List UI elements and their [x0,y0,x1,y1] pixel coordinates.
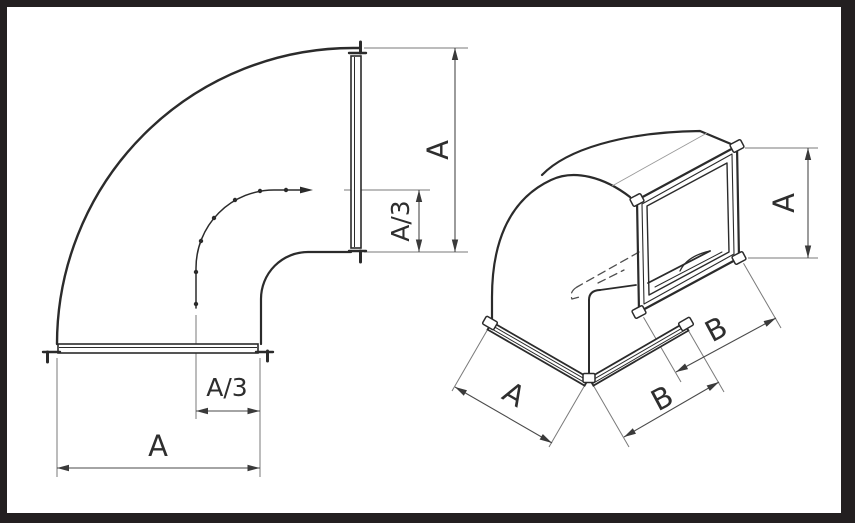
dim-label-A-bottom: A [148,429,168,463]
elevation-view: A A/3 A/3 A [41,40,468,477]
inner-corner-arc [259,250,353,346]
iso-ext-depth-lower-1 [591,382,630,448]
inlet-flange [41,343,275,364]
iso-dim-label-height-A: A [767,193,801,213]
isometric-view: A B B A [451,129,818,448]
iso-dim-line-depth-B-lower [623,381,720,438]
iso-ext-width-2 [548,381,588,448]
iso-dim-label-width-A: A [497,375,531,414]
iso-dim-label-depth-B-upper: B [699,310,733,349]
iso-back-silhouette [540,129,733,177]
dim-label-A3-bottom: A/3 [206,373,247,402]
flow-arrowhead [300,186,313,194]
iso-inner-corner [588,250,723,379]
iso-ext-width-1 [451,325,491,392]
iso-dim-line-width-A [454,386,553,444]
iso-ext-depth-upper-1 [643,317,682,383]
iso-bottom-flange [486,320,690,387]
iso-ext-depth-upper-2 [743,263,782,329]
iso-front-outline [490,173,632,324]
iso-dim-label-depth-B-lower: B [645,379,679,418]
iso-dim-line-depth-B-upper [675,317,777,373]
iso-top-tangent-line [611,132,708,187]
dim-label-A-right: A [421,140,455,160]
outer-arc [55,46,362,346]
airflow-centerline [193,186,313,309]
outlet-flange [347,40,368,264]
hidden-inner-lines [570,251,640,300]
iso-outlet-flange [635,144,741,314]
dim-label-A3-right: A/3 [386,200,415,241]
